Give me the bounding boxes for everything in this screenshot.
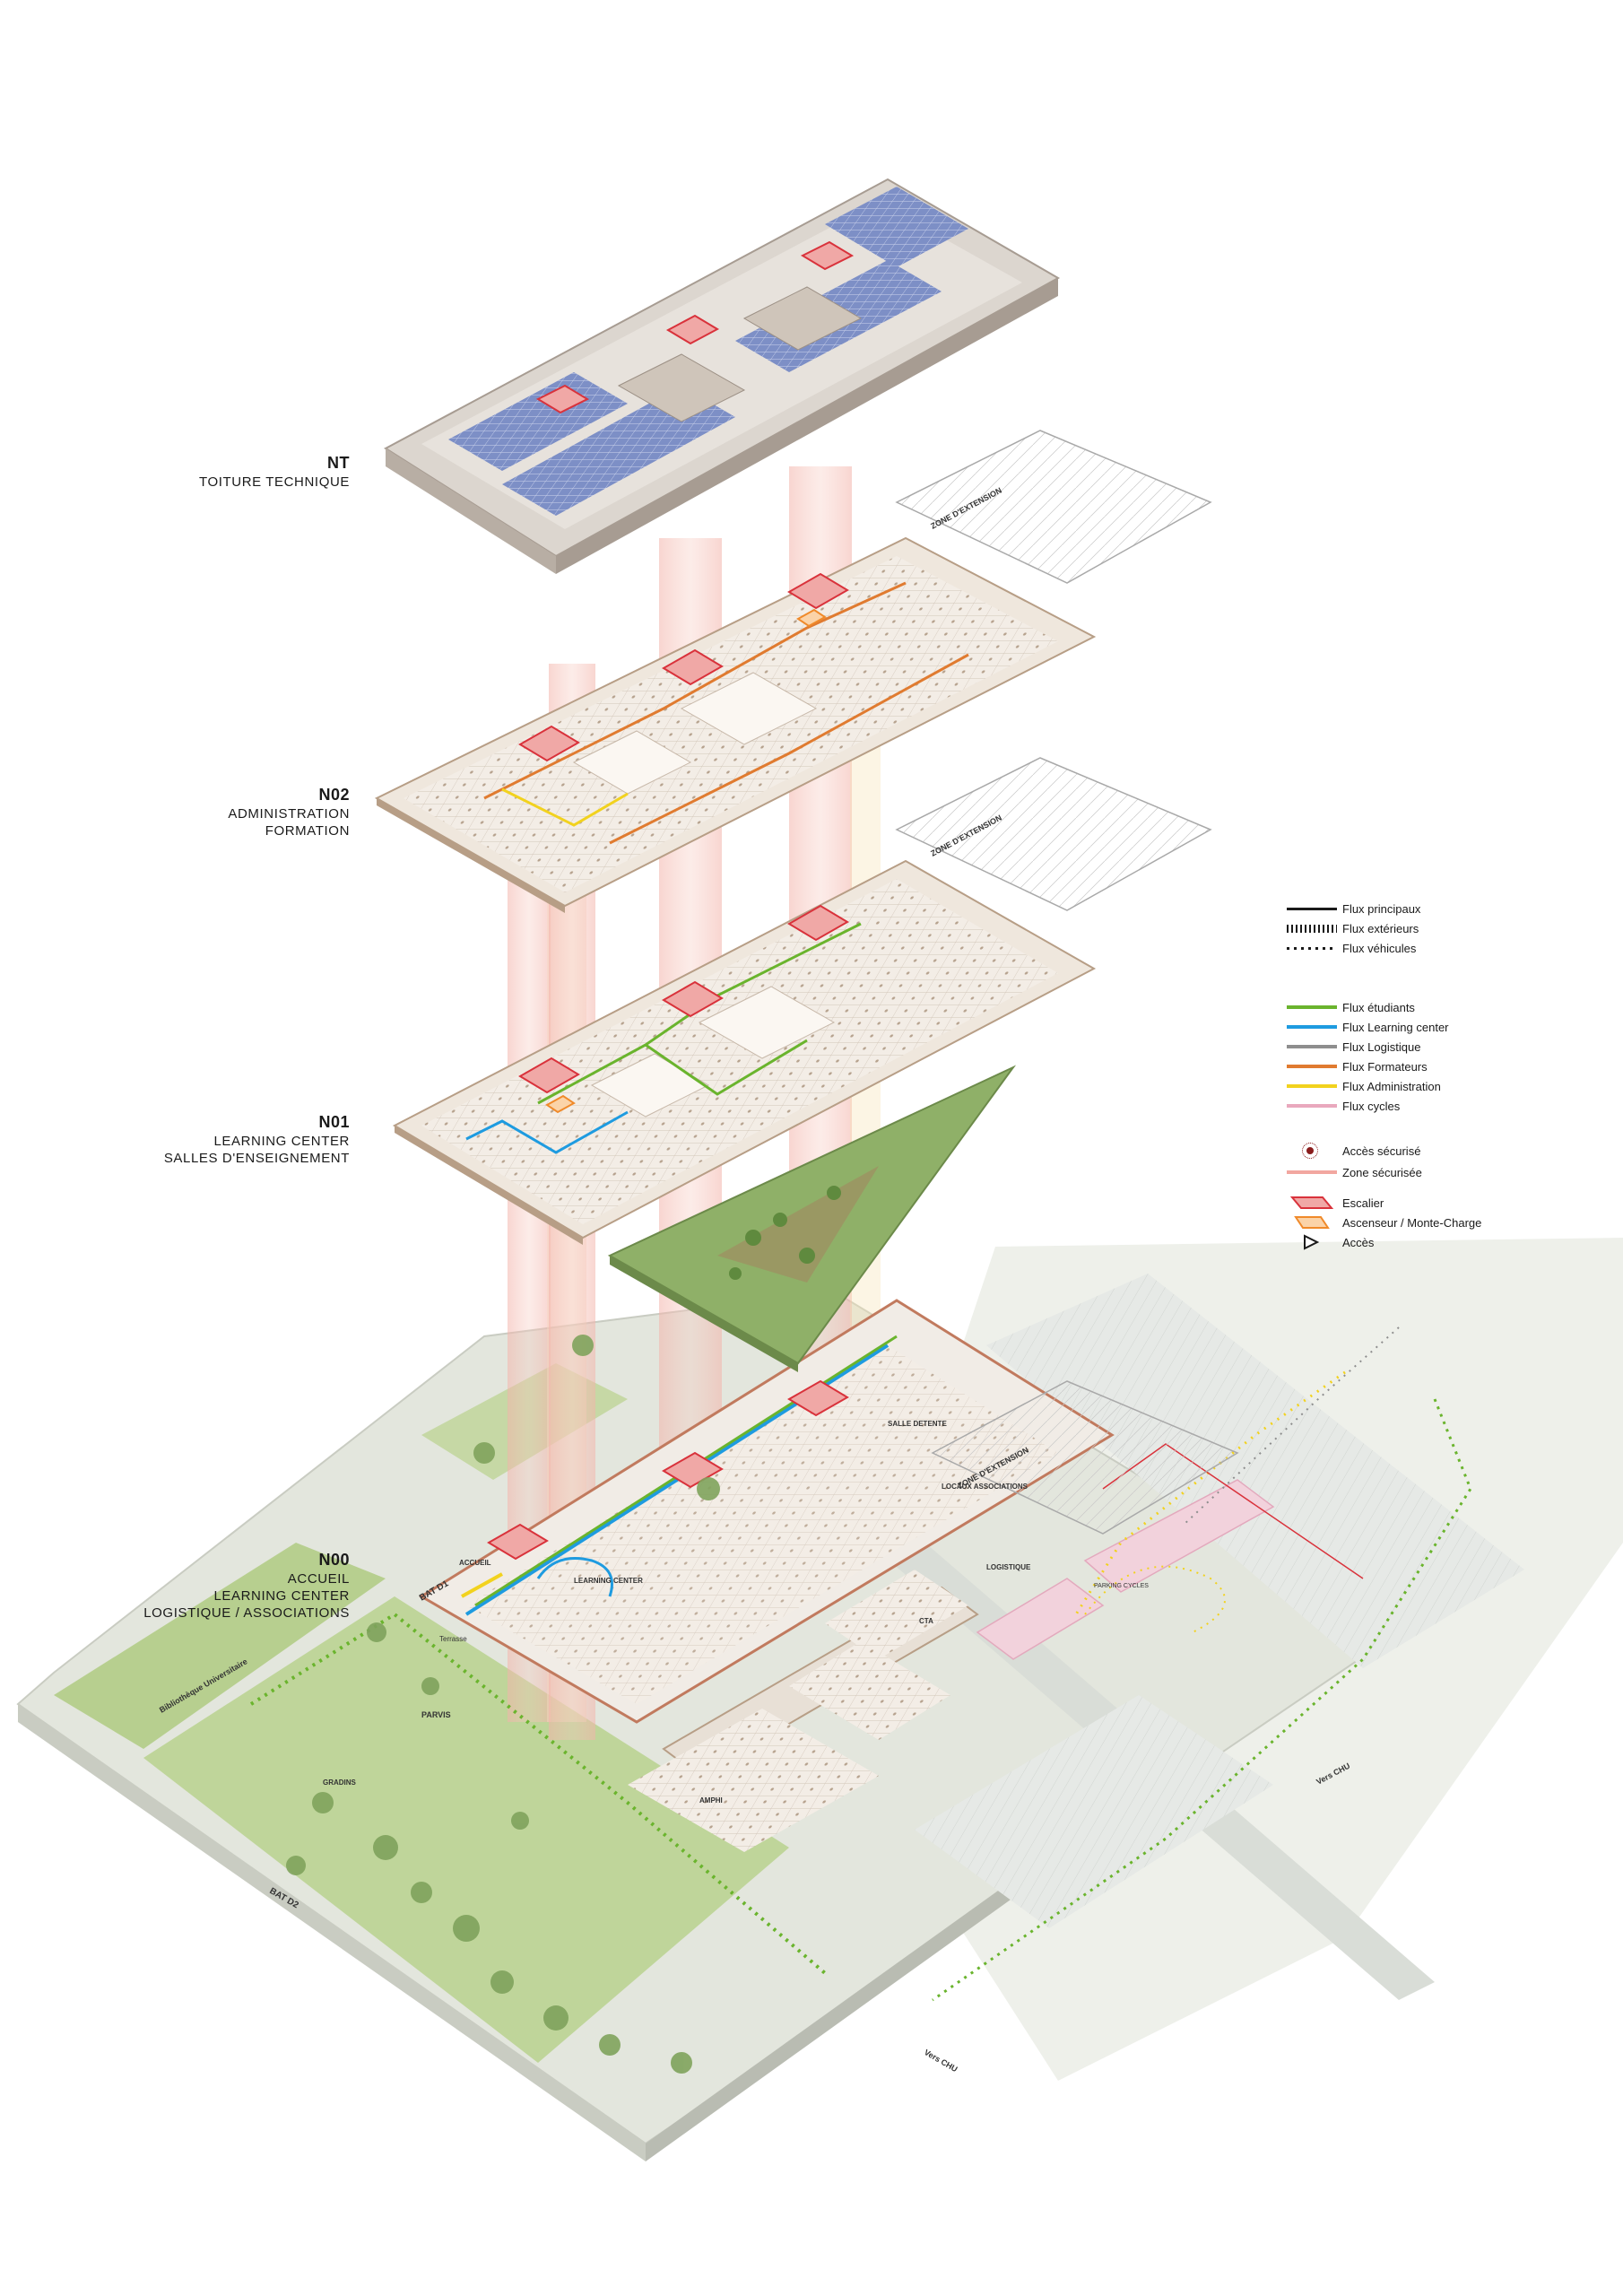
legend-flux-formateurs: Flux Formateurs	[1287, 1058, 1428, 1074]
stair-icon	[1287, 1195, 1337, 1211]
legend-label: Flux extérieurs	[1342, 921, 1419, 935]
elevator-icon	[1287, 1214, 1337, 1231]
legend-label: Flux cycles	[1342, 1099, 1401, 1113]
level-line: FORMATION	[265, 823, 350, 839]
label-parvis: PARVIS	[421, 1710, 451, 1719]
legend-flux-administration: Flux Administration	[1287, 1078, 1441, 1094]
legend-label: Accès	[1342, 1235, 1375, 1249]
color-line-icon	[1287, 1058, 1337, 1074]
color-line-icon	[1287, 1078, 1337, 1094]
level-line: LEARNING CENTER	[213, 1134, 350, 1150]
color-line-icon	[1287, 999, 1337, 1015]
legend-label: Flux Administration	[1342, 1079, 1441, 1093]
legend-ascenseur: Ascenseur / Monte-Charge	[1287, 1214, 1481, 1231]
level-label-n01: N01 LEARNING CENTER SALLES D'ENSEIGNEMEN…	[164, 1112, 350, 1167]
green-terrace	[607, 1065, 1017, 1372]
label-accueil: ACCUEIL	[459, 1559, 491, 1567]
level-code: N00	[318, 1551, 350, 1569]
legend-label: Flux étudiants	[1342, 1000, 1415, 1014]
label-logistique: LOGISTIQUE	[986, 1563, 1031, 1571]
legend-label: Ascenseur / Monte-Charge	[1342, 1215, 1482, 1230]
legend-label: Flux Logistique	[1342, 1039, 1421, 1054]
legend-flux-exterieurs: Flux extérieurs	[1287, 920, 1419, 936]
label-terrasse: Terrasse	[439, 1635, 467, 1643]
solid-line-icon	[1287, 900, 1337, 917]
legend-flux-cycles: Flux cycles	[1287, 1098, 1400, 1114]
legend-acces: Accès	[1287, 1234, 1374, 1250]
level-code: NT	[327, 454, 350, 472]
level-label-n02: N02 ADMINISTRATION FORMATION	[228, 785, 350, 839]
legend-label: Flux véhicules	[1342, 941, 1417, 955]
secure-zone-icon	[1287, 1164, 1337, 1180]
level-code: N02	[318, 786, 350, 804]
label-salle-detente: SALLE DETENTE	[888, 1420, 947, 1428]
level-n02-plan	[374, 536, 1097, 913]
legend-label: Zone sécurisée	[1342, 1165, 1422, 1179]
level-nt-roof	[384, 178, 1061, 574]
legend-acces-securise: Accès sécurisé	[1287, 1143, 1420, 1159]
label-learning-center: LEARNING CENTER	[574, 1577, 643, 1585]
legend-label: Flux Formateurs	[1342, 1059, 1428, 1074]
legend-flux-principaux: Flux principaux	[1287, 900, 1420, 917]
level-line: LOGISTIQUE / ASSOCIATIONS	[143, 1605, 350, 1622]
color-line-icon	[1287, 1019, 1337, 1035]
level-code: N01	[318, 1113, 350, 1131]
label-amphi: AMPHI	[699, 1796, 723, 1805]
legend-zone-securisee: Zone sécurisée	[1287, 1164, 1422, 1180]
legend-label: Escalier	[1342, 1196, 1384, 1210]
level-n01-plan	[392, 859, 1097, 1245]
legend-escalier: Escalier	[1287, 1195, 1384, 1211]
level-line: TOITURE TECHNIQUE	[199, 474, 350, 491]
legend-flux-vehicules: Flux véhicules	[1287, 940, 1416, 956]
label-locaux-associations: LOCAUX ASSOCIATIONS	[942, 1483, 1028, 1491]
color-line-icon	[1287, 1098, 1337, 1114]
legend-label: Flux Learning center	[1342, 1020, 1449, 1034]
level-n00-plan	[249, 1299, 1472, 2074]
level-line: LEARNING CENTER	[213, 1588, 350, 1605]
level-line: ACCUEIL	[287, 1571, 350, 1587]
level-line: ADMINISTRATION	[228, 806, 350, 822]
label-vers-chu-2: Vers CHU	[923, 2048, 959, 2074]
color-line-icon	[1287, 1039, 1337, 1055]
legend-flux-etudiants: Flux étudiants	[1287, 999, 1415, 1015]
legend-label: Flux principaux	[1342, 901, 1421, 916]
legend-flux-logistique: Flux Logistique	[1287, 1039, 1420, 1055]
legend-label: Accès sécurisé	[1342, 1144, 1421, 1158]
hatched-line-icon	[1287, 920, 1337, 936]
extension-zones	[895, 430, 1239, 1535]
level-label-nt: NT TOITURE TECHNIQUE	[199, 453, 350, 491]
level-label-n00: N00 ACCUEIL LEARNING CENTER LOGISTIQUE /…	[143, 1550, 350, 1622]
legend-flux-learning-center: Flux Learning center	[1287, 1019, 1449, 1035]
label-parking-cycles: PARKING CYCLES	[1094, 1583, 1149, 1589]
level-line: SALLES D'ENSEIGNEMENT	[163, 1151, 350, 1167]
access-triangle-icon	[1287, 1234, 1337, 1250]
dotted-line-icon	[1287, 940, 1337, 956]
label-cta: CTA	[919, 1617, 933, 1625]
label-gradins: GRADINS	[323, 1779, 357, 1787]
secure-access-icon	[1287, 1143, 1337, 1159]
